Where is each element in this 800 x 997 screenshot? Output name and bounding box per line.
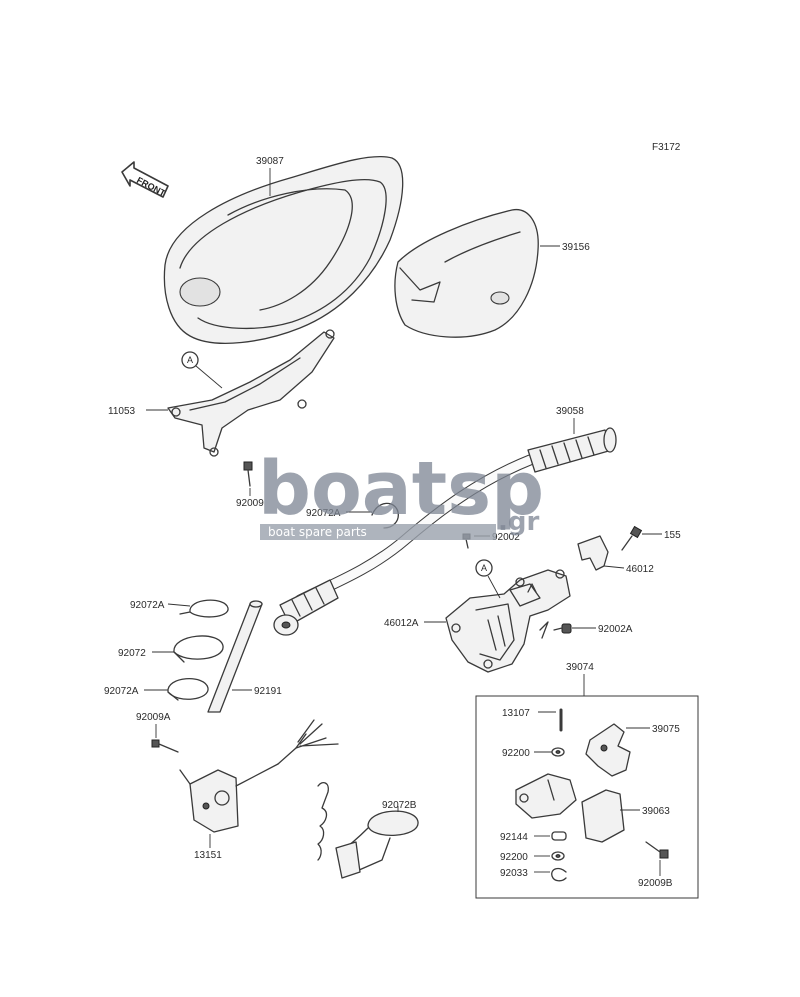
cover-part-39063[interactable]	[581, 789, 625, 843]
spring-part-92144[interactable]	[551, 831, 567, 841]
label-39074[interactable]: 39074	[566, 662, 594, 673]
clip-part-92033[interactable]	[551, 867, 567, 882]
label-92002[interactable]: 92002	[492, 532, 520, 543]
switch-part-13151[interactable]	[179, 719, 339, 833]
label-11053[interactable]: 11053	[108, 406, 136, 417]
callout-a-holder-label: A	[481, 563, 487, 573]
label-92009[interactable]: 92009	[236, 498, 264, 509]
label-92033[interactable]: 92033	[500, 868, 528, 879]
front-arrow-icon: FRONT	[121, 161, 169, 199]
bolt-part-92009[interactable]	[243, 461, 253, 487]
clamp-part-92072[interactable]	[173, 635, 224, 663]
washer-part-92200-lower[interactable]	[551, 851, 565, 861]
label-92072B[interactable]: 92072B	[382, 800, 417, 811]
watermark-brand: boatsp	[258, 446, 544, 532]
label-39058[interactable]: 39058	[556, 406, 584, 417]
label-46012A[interactable]: 46012A	[384, 618, 419, 629]
watermark-tld: .gr	[498, 507, 539, 537]
right-grip	[527, 427, 617, 473]
lever-part-39075[interactable]	[585, 723, 631, 777]
clamp-cap-part-46012[interactable]	[577, 535, 609, 571]
washer-part-92200-upper[interactable]	[551, 747, 565, 757]
bolt-part-92009B[interactable]	[645, 841, 669, 859]
front-arrow-label: FRONT	[135, 175, 168, 199]
tube-part-92191[interactable]	[207, 600, 263, 713]
label-155[interactable]: 155	[664, 530, 681, 541]
break-mark	[539, 621, 549, 639]
label-92200-upper[interactable]: 92200	[502, 748, 530, 759]
label-13151[interactable]: 13151	[194, 850, 222, 861]
holder-part-46012A[interactable]	[445, 569, 571, 673]
clamp-part-92072A-left-1[interactable]	[179, 599, 229, 618]
label-39075[interactable]: 39075	[652, 724, 680, 735]
watermark-tagline: boat spare parts	[268, 525, 367, 539]
label-92072A-upper[interactable]: 92072A	[306, 508, 341, 519]
cover-part-39156[interactable]	[394, 209, 539, 338]
label-92072[interactable]: 92072	[118, 648, 146, 659]
seat-part-39087[interactable]	[163, 155, 404, 344]
label-92072A-left-1[interactable]: 92072A	[130, 600, 165, 611]
bolt-part-92009A[interactable]	[151, 739, 179, 753]
label-92191[interactable]: 92191	[254, 686, 282, 697]
assembly-box-39074	[475, 695, 699, 899]
bracket-part-11053[interactable]	[167, 329, 335, 457]
watermark-logo: boatsp .gr boat spare parts	[258, 446, 544, 540]
label-92144[interactable]: 92144	[500, 832, 528, 843]
label-39087[interactable]: 39087	[256, 156, 284, 167]
screw-part-92002A[interactable]	[553, 623, 572, 634]
label-46012[interactable]: 46012	[626, 564, 654, 575]
label-13107[interactable]: 13107	[502, 708, 530, 719]
callout-a-holder	[475, 559, 493, 577]
label-39156[interactable]: 39156	[562, 242, 590, 253]
bolt-part-155[interactable]	[621, 525, 643, 551]
callout-a-bracket	[181, 351, 199, 369]
lanyard-part-92072B[interactable]	[317, 781, 419, 879]
label-92072A-left-2[interactable]: 92072A	[104, 686, 139, 697]
left-grip	[273, 579, 339, 636]
label-92009B[interactable]: 92009B	[638, 878, 673, 889]
label-39063[interactable]: 39063	[642, 806, 670, 817]
callout-a-bracket-label: A	[187, 355, 193, 365]
clamp-part-92072A-left-2[interactable]	[167, 677, 209, 701]
label-92002A[interactable]: 92002A	[598, 624, 633, 635]
housing-part[interactable]	[515, 773, 577, 819]
label-92009A[interactable]: 92009A	[136, 712, 171, 723]
figure-code: F3172	[652, 142, 681, 153]
label-92200-lower[interactable]: 92200	[500, 852, 528, 863]
